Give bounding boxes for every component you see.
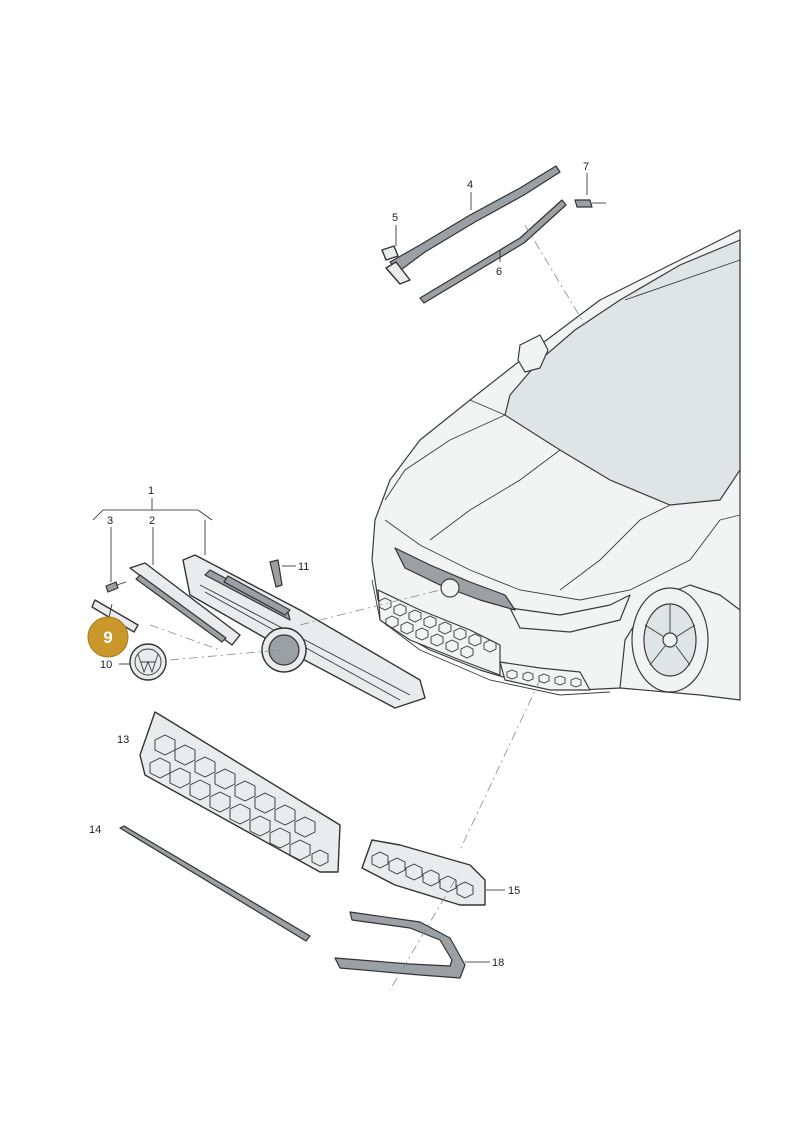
callout-5: 5 — [392, 212, 398, 224]
part-11-screw — [269, 559, 283, 588]
part-9-bracket — [91, 599, 139, 633]
callout-2: 2 — [149, 515, 155, 527]
part-10-vw-emblem — [129, 643, 167, 681]
part-14-trim-strip — [119, 825, 311, 942]
part-5-clip — [381, 245, 399, 261]
reference-lines — [149, 224, 586, 991]
callout-1: 1 — [148, 485, 154, 497]
part-1-upper-grille — [182, 554, 426, 709]
callout-13: 13 — [117, 734, 129, 746]
callout-7: 7 — [583, 161, 589, 173]
part-2-grille-trim — [129, 562, 241, 646]
part-6-seal-strip — [419, 199, 567, 304]
highlight-badge-9: 9 — [87, 616, 129, 658]
callout-9: 9 — [103, 628, 112, 647]
callout-6: 6 — [496, 266, 502, 278]
part-18-trim-frame — [334, 911, 466, 979]
part-13-lower-grille — [139, 711, 341, 873]
part-4-windscreen-trim — [385, 165, 561, 285]
callout-18: 18 — [492, 957, 504, 969]
part-3-screw — [105, 581, 127, 593]
callout-15: 15 — [508, 885, 520, 897]
vehicle-front-illustration — [371, 229, 741, 701]
callout-14: 14 — [89, 824, 101, 836]
part-7-screw — [574, 199, 606, 208]
part-15-fog-lamp-grille — [361, 839, 486, 906]
callout-3: 3 — [107, 515, 113, 527]
callout-4: 4 — [467, 179, 473, 191]
callout-labels: 1 2 3 4 5 6 7 10 11 13 14 15 18 — [89, 161, 589, 969]
callout-leaders — [92, 173, 588, 963]
callout-11: 11 — [298, 561, 309, 573]
callout-10: 10 — [100, 659, 112, 671]
